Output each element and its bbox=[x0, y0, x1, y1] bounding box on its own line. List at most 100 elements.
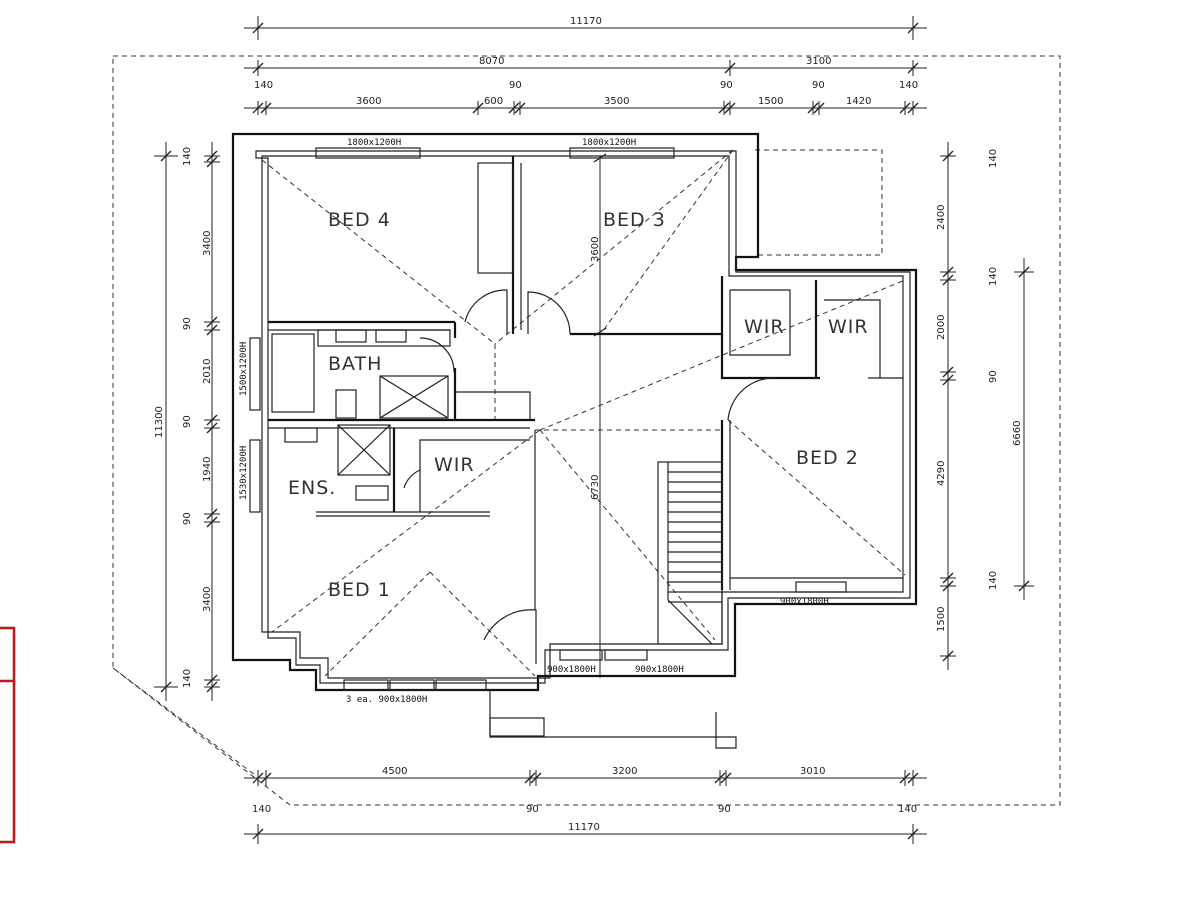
dimension-tick bbox=[724, 102, 736, 114]
dimension-tick bbox=[530, 772, 542, 784]
dim-top-right-block: 3100 bbox=[806, 56, 831, 67]
dimension-tick bbox=[206, 316, 218, 328]
dim-interior-hall-depth: 6730 bbox=[590, 475, 601, 500]
dimension-tick bbox=[942, 650, 954, 662]
dimension-tick bbox=[260, 772, 272, 784]
dim-bottom-3200: 3200 bbox=[612, 766, 637, 777]
dimension-tick bbox=[1018, 266, 1030, 278]
dimension-tick bbox=[206, 324, 218, 336]
dim-top-600: 600 bbox=[484, 96, 503, 107]
roof-hip-lines bbox=[261, 149, 906, 677]
dimension-tick bbox=[206, 150, 218, 162]
stair-landing-diagonal bbox=[667, 599, 713, 645]
dim-right-1500: 1500 bbox=[936, 607, 947, 632]
dimension-tick bbox=[206, 414, 218, 426]
dimension-chains bbox=[154, 16, 1034, 844]
window-label-stair-b: 900x1800H bbox=[635, 665, 684, 675]
title-block bbox=[0, 626, 16, 844]
dim-top-wall-140-right: 140 bbox=[899, 80, 918, 91]
dim-right-wall-140-top: 140 bbox=[988, 149, 999, 168]
dimension-tick bbox=[714, 772, 726, 784]
room-label-bed-3: BED 3 bbox=[603, 209, 666, 231]
dimension-tick bbox=[206, 674, 218, 686]
dim-top-wall-140-left: 140 bbox=[254, 80, 273, 91]
dim-top-wall-90-a: 90 bbox=[509, 80, 522, 91]
interior-dimension-lines bbox=[593, 153, 607, 678]
dimension-tick bbox=[206, 508, 218, 520]
dimension-tick bbox=[942, 150, 954, 162]
dim-right-wall-90: 90 bbox=[988, 370, 999, 383]
dim-top-wall-90-c: 90 bbox=[812, 80, 825, 91]
dimension-tick bbox=[942, 274, 954, 286]
window-label-ensuite: 1530x1200H bbox=[239, 446, 249, 500]
window-label-bed-1: 3 ea. 900x1800H bbox=[346, 695, 427, 705]
dim-bottom-overall: 11170 bbox=[568, 822, 600, 833]
room-label-wir-b: WIR bbox=[828, 316, 869, 338]
roof-outline bbox=[112, 55, 1061, 806]
dim-right-6660: 6660 bbox=[1012, 421, 1023, 446]
dimension-tick bbox=[718, 102, 730, 114]
dim-left-2010: 2010 bbox=[202, 359, 213, 384]
dimension-tick bbox=[206, 422, 218, 434]
dimension-tick bbox=[260, 102, 272, 114]
window-label-bath: 1500x1200H bbox=[239, 342, 249, 396]
dimension-tick bbox=[524, 772, 536, 784]
dimension-tick bbox=[942, 580, 954, 592]
dim-left-1940: 1940 bbox=[202, 457, 213, 482]
dimension-tick bbox=[942, 266, 954, 278]
dimension-tick bbox=[252, 62, 264, 74]
room-label-bed-2: BED 2 bbox=[796, 447, 859, 469]
dim-top-3600: 3600 bbox=[356, 96, 381, 107]
dimension-tick bbox=[206, 156, 218, 168]
dimension-tick bbox=[252, 772, 264, 784]
dimension-tick bbox=[1018, 580, 1030, 592]
dim-left-wall-90-c: 90 bbox=[182, 512, 193, 525]
dim-left-wall-90-a: 90 bbox=[182, 317, 193, 330]
dimension-tick bbox=[720, 772, 732, 784]
dim-bottom-wall-140-right: 140 bbox=[898, 804, 917, 815]
dim-left-3400-bottom: 3400 bbox=[202, 587, 213, 612]
dim-right-2000: 2000 bbox=[936, 315, 947, 340]
dim-left-wall-140-bottom: 140 bbox=[182, 669, 193, 688]
window-label-bed-4: 1800x1200H bbox=[347, 138, 401, 148]
dim-bottom-wall-90-b: 90 bbox=[718, 804, 731, 815]
dim-top-overall: 11170 bbox=[570, 16, 602, 27]
dimension-tick bbox=[252, 22, 264, 34]
dim-bottom-wall-90-a: 90 bbox=[526, 804, 539, 815]
dim-right-2400: 2400 bbox=[936, 205, 947, 230]
room-label-ensuite: ENS. bbox=[288, 477, 336, 499]
dimension-tick bbox=[907, 772, 919, 784]
stair-treads bbox=[667, 471, 722, 645]
dim-top-1500: 1500 bbox=[758, 96, 783, 107]
window-label-bed-3: 1800x1200H bbox=[582, 138, 636, 148]
dimension-tick bbox=[907, 22, 919, 34]
porch-outline bbox=[489, 690, 737, 749]
dimension-tick bbox=[160, 681, 172, 693]
dimension-tick bbox=[514, 102, 526, 114]
window-frames bbox=[249, 147, 847, 691]
dim-top-wall-90-b: 90 bbox=[720, 80, 733, 91]
dim-left-overall: 11300 bbox=[154, 406, 165, 438]
dimension-tick bbox=[508, 102, 520, 114]
dimension-tick bbox=[899, 102, 911, 114]
dimension-tick bbox=[942, 374, 954, 386]
dim-top-left-block: 8070 bbox=[479, 56, 504, 67]
dim-bottom-4500: 4500 bbox=[382, 766, 407, 777]
dim-right-wall-140-bottom: 140 bbox=[988, 571, 999, 590]
dimension-tick bbox=[206, 516, 218, 528]
dimension-tick bbox=[252, 828, 264, 840]
window-label-bed-2: 900x1800H bbox=[780, 597, 829, 607]
dim-right-wall-140-mid: 140 bbox=[988, 267, 999, 286]
dim-top-1420: 1420 bbox=[846, 96, 871, 107]
dimension-tick bbox=[942, 366, 954, 378]
room-label-wir-a: WIR bbox=[744, 316, 785, 338]
room-label-bath: BATH bbox=[328, 353, 382, 375]
dim-top-3500: 3500 bbox=[604, 96, 629, 107]
room-label-bed-4: BED 4 bbox=[328, 209, 391, 231]
dim-interior-bed3-depth: 3600 bbox=[590, 237, 601, 262]
dimension-tick bbox=[206, 681, 218, 693]
dimension-tick bbox=[252, 102, 264, 114]
room-label-bed-1: BED 1 bbox=[328, 579, 391, 601]
dimension-tick bbox=[899, 772, 911, 784]
